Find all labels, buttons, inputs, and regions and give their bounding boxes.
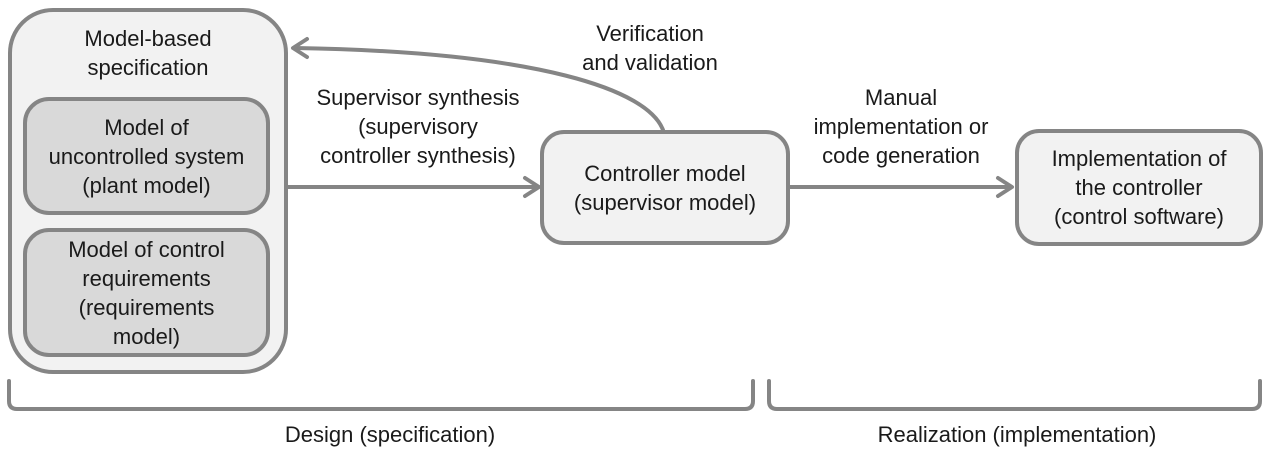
controller-model-box: Controller model (supervisor model) [540,130,790,245]
label-line: Manual [864,85,938,110]
title-line: specification [87,55,209,80]
box-text-line: Model of [104,114,189,140]
realization-phase-label: Realization (implementation) [877,422,1157,447]
title-line: Model-based [84,26,212,51]
requirements-model-box: Model of control requirements (requireme… [23,228,270,357]
box-text-line: (control software) [1054,204,1224,229]
box-text-line: model) [112,323,181,349]
realization-brace [767,379,1262,411]
plant-model-box: Model of uncontrolled system (plant mode… [23,97,270,215]
label-line: and validation [582,50,718,75]
box-text-line: Implementation of [1051,146,1227,171]
box-text-line: requirements [82,265,211,291]
synthesis-arrow [286,176,541,198]
design-brace [7,379,755,411]
label-line: implementation or [813,114,989,139]
manual-implementation-arrow-label: Manual implementation or code generation [766,83,1036,170]
box-text-line: Model of control [68,236,225,262]
implementation-arrow [788,176,1014,198]
box-text-line: Controller model [584,160,746,186]
label-line: controller synthesis) [320,143,516,168]
implementation-box: Implementation of the controller (contro… [1015,129,1263,246]
model-based-specification-title: Model-based specification [8,24,288,82]
box-text-line: uncontrolled system [48,143,245,169]
box-text-line: (plant model) [82,172,211,198]
label-line: Supervisor synthesis [316,85,520,110]
label-line: Verification [596,21,704,46]
label-line: code generation [822,143,980,168]
synthesis-arrow-label: Supervisor synthesis (supervisory contro… [283,83,553,170]
label-line: (supervisory [358,114,478,139]
box-text-line: (requirements [78,294,215,320]
design-phase-label: Design (specification) [284,422,496,447]
box-text-line: (supervisor model) [573,189,757,215]
box-text-line: the controller [1075,175,1203,200]
verification-arrow-label: Verification and validation [520,19,780,77]
